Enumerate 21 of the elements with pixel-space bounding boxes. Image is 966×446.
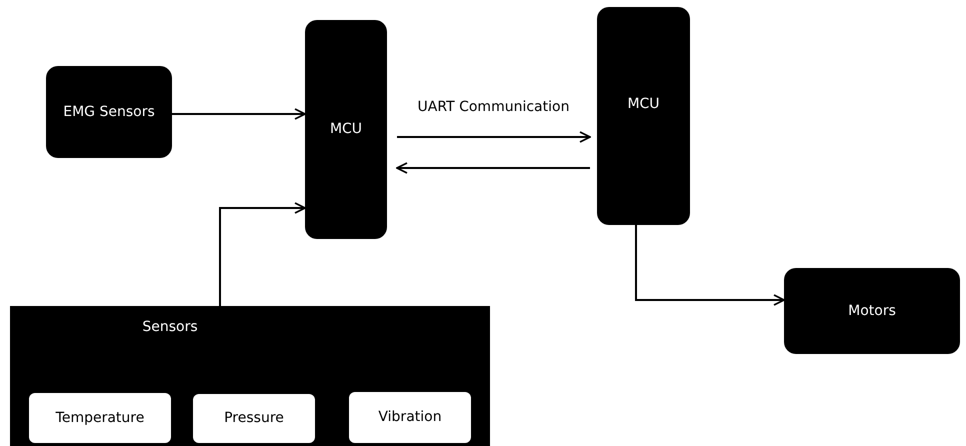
process-box (46, 66, 172, 158)
group-heading: Sensors (142, 318, 198, 337)
node-label: Temperature (54, 408, 146, 428)
sensor-box (29, 393, 171, 443)
arrow (396, 162, 590, 174)
group-box (10, 306, 490, 446)
node-label: MCU (626, 95, 661, 114)
process-box (784, 268, 960, 354)
arrow (635, 225, 785, 306)
sensor-box (349, 392, 471, 443)
node-label: Vibration (377, 408, 443, 427)
node-label: Motors (847, 302, 897, 320)
arrow (397, 131, 591, 143)
node-label: MCU (328, 120, 364, 139)
process-box (305, 20, 387, 239)
process-box (597, 7, 690, 225)
node-label: Pressure (223, 409, 285, 428)
arrow (219, 202, 306, 306)
sensor-box (193, 394, 315, 443)
arrow (172, 108, 306, 120)
node-label: EMG Sensors (62, 102, 156, 122)
